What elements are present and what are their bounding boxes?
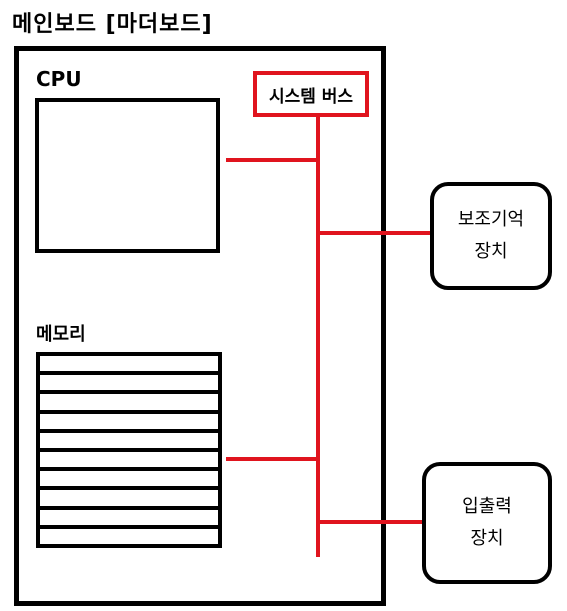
memory-row bbox=[40, 414, 218, 433]
memory-row bbox=[40, 529, 218, 544]
storage-device-label-line2: 장치 bbox=[474, 241, 508, 262]
system-bus-label: 시스템 버스 bbox=[268, 86, 354, 107]
storage-device-box: 보조기억 장치 bbox=[430, 182, 552, 290]
memory-row bbox=[40, 394, 218, 414]
memory-module-stack bbox=[36, 352, 222, 548]
motherboard-outline bbox=[14, 46, 386, 606]
memory-label: 메모리 bbox=[36, 324, 86, 345]
memory-row bbox=[40, 452, 218, 472]
memory-row bbox=[40, 375, 218, 395]
memory-row bbox=[40, 490, 218, 510]
memory-row bbox=[40, 471, 218, 491]
cpu-label: CPU bbox=[36, 67, 82, 91]
storage-device-label-line1: 보조기억 bbox=[457, 209, 525, 230]
cpu-box bbox=[35, 98, 220, 253]
diagram-title: 메인보드 [마더보드] bbox=[12, 12, 213, 37]
memory-row bbox=[40, 433, 218, 453]
io-device-box: 입출력 장치 bbox=[422, 462, 552, 584]
io-device-label-line2: 장치 bbox=[470, 528, 504, 549]
memory-row bbox=[40, 510, 218, 529]
io-device-label-line1: 입출력 bbox=[462, 496, 512, 517]
memory-row bbox=[40, 356, 218, 376]
system-bus-label-box: 시스템 버스 bbox=[253, 71, 369, 117]
